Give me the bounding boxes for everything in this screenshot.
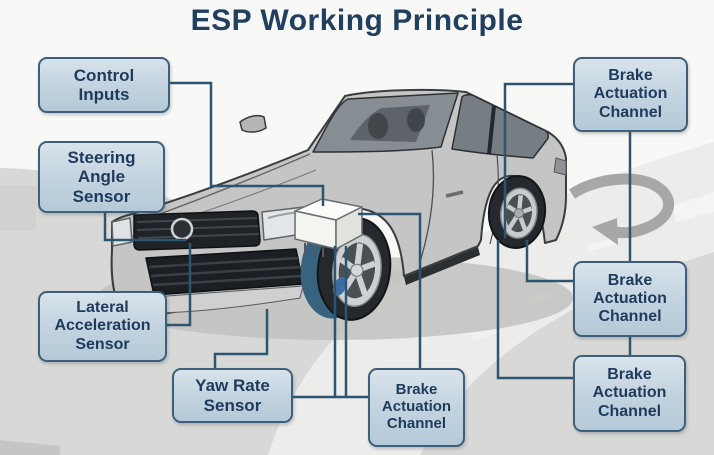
label-box-yaw-rate-sensor: Yaw Rate Sensor: [172, 368, 293, 423]
brand-emblem: [170, 217, 194, 241]
connector-steering-angle: [103, 213, 186, 242]
rear-wheel: [487, 175, 547, 249]
label-box-steering-angle-sensor: Steering Angle Sensor: [38, 141, 165, 213]
yaw-rate-sensor-label: Yaw Rate Sensor: [195, 376, 270, 415]
connector-ecu-to-front-brake: [358, 212, 422, 368]
connector-lateral-acceleration: [167, 243, 192, 327]
brake-actuation-channel-label: Brake Actuation Channel: [593, 271, 667, 326]
brake-caliper: [332, 276, 347, 296]
connector-control-inputs: [170, 81, 325, 206]
connector-rear-mid-brake: [525, 240, 573, 283]
brake-actuation-channel-label: Brake Actuation Channel: [381, 381, 452, 432]
lateral-acceleration-sensor-label: Lateral Acceleration Sensor: [54, 299, 151, 353]
side-mirror: [239, 114, 267, 133]
label-box-lateral-acceleration-sensor: Lateral Acceleration Sensor: [38, 291, 167, 362]
headlight-left: [111, 217, 133, 247]
label-box-brake-actuation-channel-front: Brake Actuation Channel: [368, 368, 465, 447]
connector-yaw-rate: [213, 309, 269, 368]
connector-rear-top-brake: [503, 82, 573, 238]
control-inputs-label: Control Inputs: [73, 65, 135, 104]
brake-actuation-channel-label: Brake Actuation Channel: [593, 67, 668, 121]
ecu-control-unit: [294, 198, 363, 257]
brake-actuation-channel-label: Brake Actuation Channel: [592, 366, 667, 420]
front-grille: [133, 210, 261, 251]
car-illustration: [110, 88, 567, 316]
connector-lines: [103, 81, 632, 399]
label-box-brake-actuation-channel-rear-bottom: Brake Actuation Channel: [573, 355, 686, 432]
page-title: ESP Working Principle: [190, 4, 524, 37]
label-box-brake-actuation-channel-rear-middle: Brake Actuation Channel: [573, 261, 687, 337]
lower-intake: [145, 248, 304, 296]
label-box-control-inputs: Control Inputs: [38, 57, 170, 113]
label-box-brake-actuation-channel-rear-top: Brake Actuation Channel: [573, 57, 688, 132]
connector-rear-bottom-brake: [496, 240, 573, 380]
steering-angle-sensor-label: Steering Angle Sensor: [67, 148, 136, 206]
